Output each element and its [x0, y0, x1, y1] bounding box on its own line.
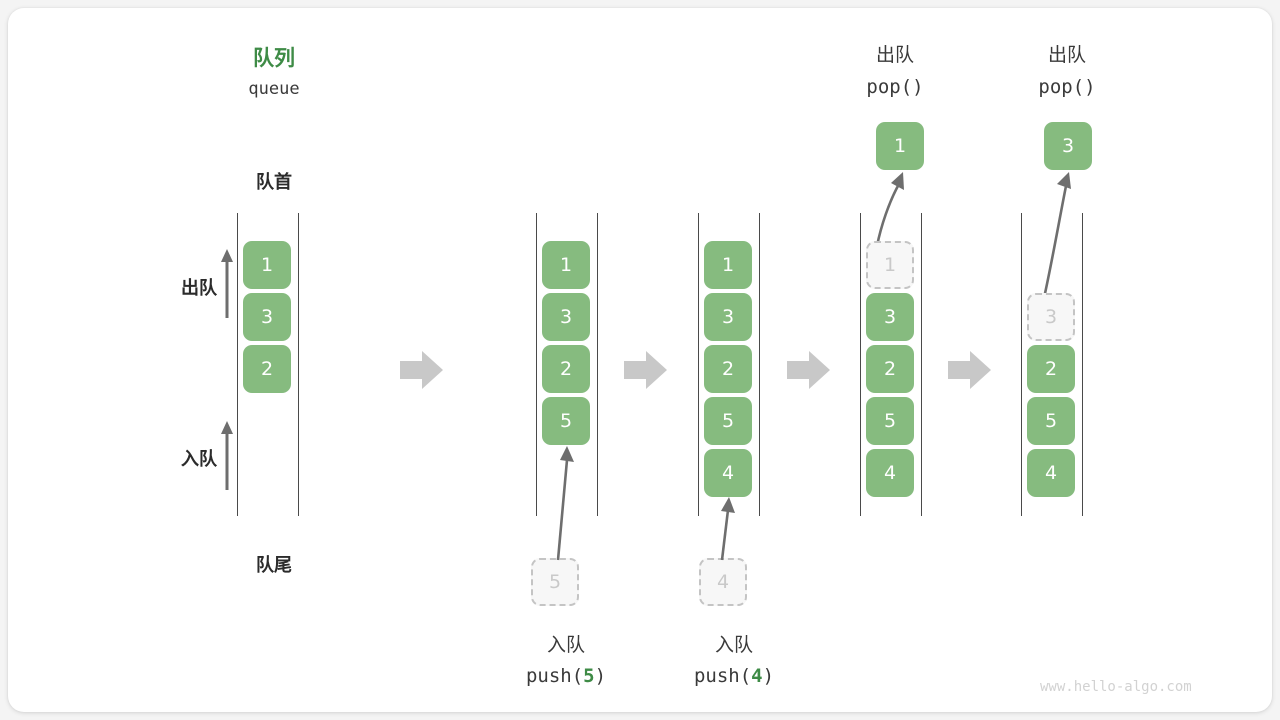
pop-header-cn: 出队: [1047, 44, 1086, 66]
staged-value-cell: 5: [531, 558, 579, 606]
diagram-card: 队列 queue 队首 队尾 出队 入队 1 3 2: [8, 8, 1272, 712]
step-arrow-icon: [624, 351, 667, 389]
pop-header-code: pop(): [866, 76, 924, 98]
push-code-prefix: push(: [525, 665, 584, 687]
queue-cell-ghost: 3: [1027, 293, 1075, 341]
queue-rail-left: [1021, 213, 1022, 516]
queue-column-push-5: 1 3 2 5: [536, 213, 598, 516]
queue-cell: 3: [704, 293, 752, 341]
queue-front-label: 队首: [256, 172, 292, 193]
queue-rail-left: [860, 213, 861, 516]
queue-cell: 1: [243, 241, 291, 289]
queue-column-initial: 1 3 2: [237, 213, 299, 516]
queue-cell: 4: [866, 449, 914, 497]
queue-cell: 5: [1027, 397, 1075, 445]
enqueue-direction-label: 入队: [181, 449, 217, 470]
push-code-arg: 5: [583, 665, 595, 687]
staged-value-cell: 4: [699, 558, 747, 606]
queue-rail-right: [298, 213, 299, 516]
push-caption-code: push(4): [644, 665, 824, 687]
push-code-arg: 4: [751, 665, 763, 687]
step-arrow-icon: [948, 351, 991, 389]
queue-column-pop-3: 3 2 5 4: [1021, 213, 1083, 516]
queue-rail-right: [921, 213, 922, 516]
pop-arrow-icon: [1042, 172, 1071, 299]
queue-cell: 3: [866, 293, 914, 341]
push-code-suffix: ): [762, 665, 775, 687]
queue-cell: 3: [542, 293, 590, 341]
queue-rear-label: 队尾: [256, 555, 292, 576]
queue-cell: 5: [542, 397, 590, 445]
queue-rail-left: [698, 213, 699, 516]
step-arrow-icon: [787, 351, 830, 389]
queue-cell: 4: [1027, 449, 1075, 497]
queue-cell-ghost: 1: [866, 241, 914, 289]
queue-rail-right: [597, 213, 598, 516]
queue-cell: 4: [704, 449, 752, 497]
queue-cell: 2: [704, 345, 752, 393]
popped-value-cell: 1: [876, 122, 924, 170]
queue-rail-left: [237, 213, 238, 516]
push-code-suffix: ): [594, 665, 607, 687]
dequeue-direction-arrow-icon: [221, 249, 233, 318]
queue-cell: 1: [704, 241, 752, 289]
pop-header-code: pop(): [1038, 76, 1096, 98]
popped-value-cell: 3: [1044, 122, 1092, 170]
queue-cell: 1: [542, 241, 590, 289]
queue-rail-right: [759, 213, 760, 516]
push-caption-code: push(5): [476, 665, 656, 687]
push-arrow-icon: [556, 446, 574, 561]
pop-header-cn: 出队: [875, 44, 914, 66]
queue-cell: 2: [542, 345, 590, 393]
step-arrow-icon: [400, 351, 443, 389]
page-title: 队列: [253, 46, 295, 70]
queue-cell: 2: [243, 345, 291, 393]
dequeue-direction-label: 出队: [181, 278, 217, 299]
queue-cell: 5: [704, 397, 752, 445]
queue-column-pop-1: 1 3 2 5 4: [860, 213, 922, 516]
push-caption-cn: 入队: [714, 634, 753, 656]
page-subtitle: queue: [248, 79, 300, 99]
push-arrow-icon: [720, 497, 735, 561]
queue-rail-left: [536, 213, 537, 516]
enqueue-direction-arrow-icon: [221, 421, 233, 490]
push-caption-cn: 入队: [546, 634, 585, 656]
queue-cell: 3: [243, 293, 291, 341]
watermark: www.hello-algo.com: [1040, 679, 1192, 695]
queue-column-push-4: 1 3 2 5 4: [698, 213, 760, 516]
pop-arrow-icon: [875, 172, 904, 247]
queue-cell: 2: [866, 345, 914, 393]
queue-cell: 5: [866, 397, 914, 445]
push-code-prefix: push(: [693, 665, 752, 687]
queue-rail-right: [1082, 213, 1083, 516]
queue-cell: 2: [1027, 345, 1075, 393]
